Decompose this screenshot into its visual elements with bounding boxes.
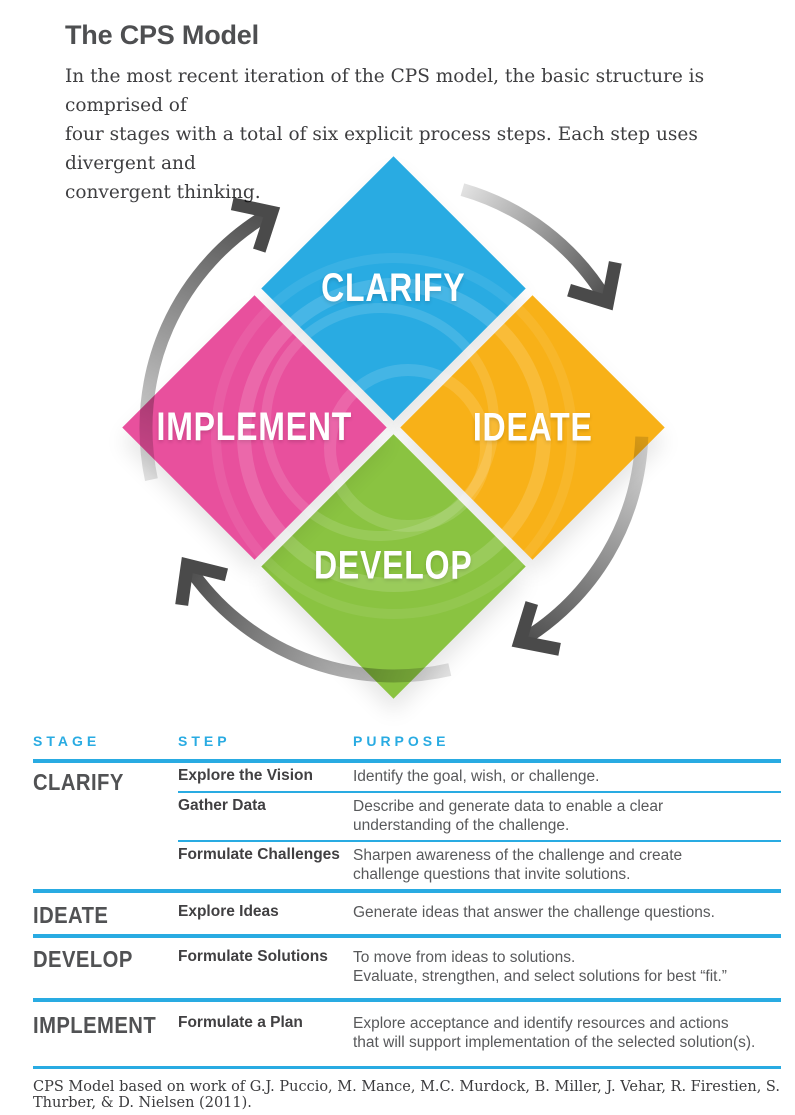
column-header-step: STEP — [178, 733, 231, 749]
step-row: Explore the Vision Identify the goal, wi… — [178, 763, 781, 791]
table-row-ideate: IDEATE Explore Ideas Generate ideas that… — [33, 893, 781, 934]
step-row: Formulate a Plan Explore acceptance and … — [178, 1002, 781, 1066]
stage-label: DEVELOP — [33, 946, 133, 972]
step-purpose: Describe and generate data to enable a c… — [353, 798, 664, 834]
source-footnote: CPS Model based on work of G.J. Puccio, … — [33, 1079, 780, 1111]
step-row: Formulate Challenges Sharpen awareness o… — [178, 842, 781, 889]
step-row: Formulate Solutions To move from ideas t… — [178, 938, 781, 998]
divider — [33, 889, 781, 893]
divider — [178, 840, 781, 842]
step-purpose: Sharpen awareness of the challenge and c… — [353, 847, 683, 883]
diamond-develop-label: DEVELOP — [314, 544, 473, 588]
divider — [33, 934, 781, 938]
step-name: Gather Data — [178, 797, 266, 814]
cps-table: STAGE STEP PURPOSE CLARIFY Explore the V… — [33, 733, 781, 1111]
column-header-stage: STAGE — [33, 733, 101, 749]
column-header-purpose: PURPOSE — [353, 733, 450, 749]
stage-label: IDEATE — [33, 902, 109, 928]
diamond-ideate-label: IDEATE — [472, 405, 593, 449]
diamond-clarify-label: CLARIFY — [321, 265, 466, 310]
divider — [33, 998, 781, 1002]
step-purpose: To move from ideas to solutions. Evaluat… — [353, 949, 727, 985]
table-row-implement: IMPLEMENT Formulate a Plan Explore accep… — [33, 1002, 781, 1066]
step-name: Formulate Challenges — [178, 846, 340, 863]
step-purpose: Explore acceptance and identify resource… — [353, 1015, 756, 1051]
step-name: Explore the Vision — [178, 767, 313, 784]
stage-label: IMPLEMENT — [33, 1012, 157, 1038]
step-name: Formulate a Plan — [178, 1014, 303, 1031]
step-row: Explore Ideas Generate ideas that answer… — [178, 893, 781, 934]
table-row-develop: DEVELOP Formulate Solutions To move from… — [33, 938, 781, 998]
stage-label: CLARIFY — [33, 769, 124, 795]
page-title: The CPS Model — [65, 20, 259, 50]
divider — [33, 759, 781, 763]
step-purpose: Identify the goal, wish, or challenge. — [353, 768, 600, 785]
diamond-implement-label: IMPLEMENT — [156, 405, 353, 450]
divider — [33, 1066, 781, 1069]
table-header-row: STAGE STEP PURPOSE — [33, 733, 781, 759]
table-row-clarify: CLARIFY Explore the Vision Identify the … — [33, 763, 781, 889]
step-name: Formulate Solutions — [178, 948, 328, 965]
intro-paragraph: In the most recent iteration of the CPS … — [65, 66, 705, 203]
step-purpose: Generate ideas that answer the challenge… — [353, 904, 715, 921]
step-row: Gather Data Describe and generate data t… — [178, 793, 781, 840]
divider — [178, 791, 781, 793]
step-name: Explore Ideas — [178, 903, 279, 920]
